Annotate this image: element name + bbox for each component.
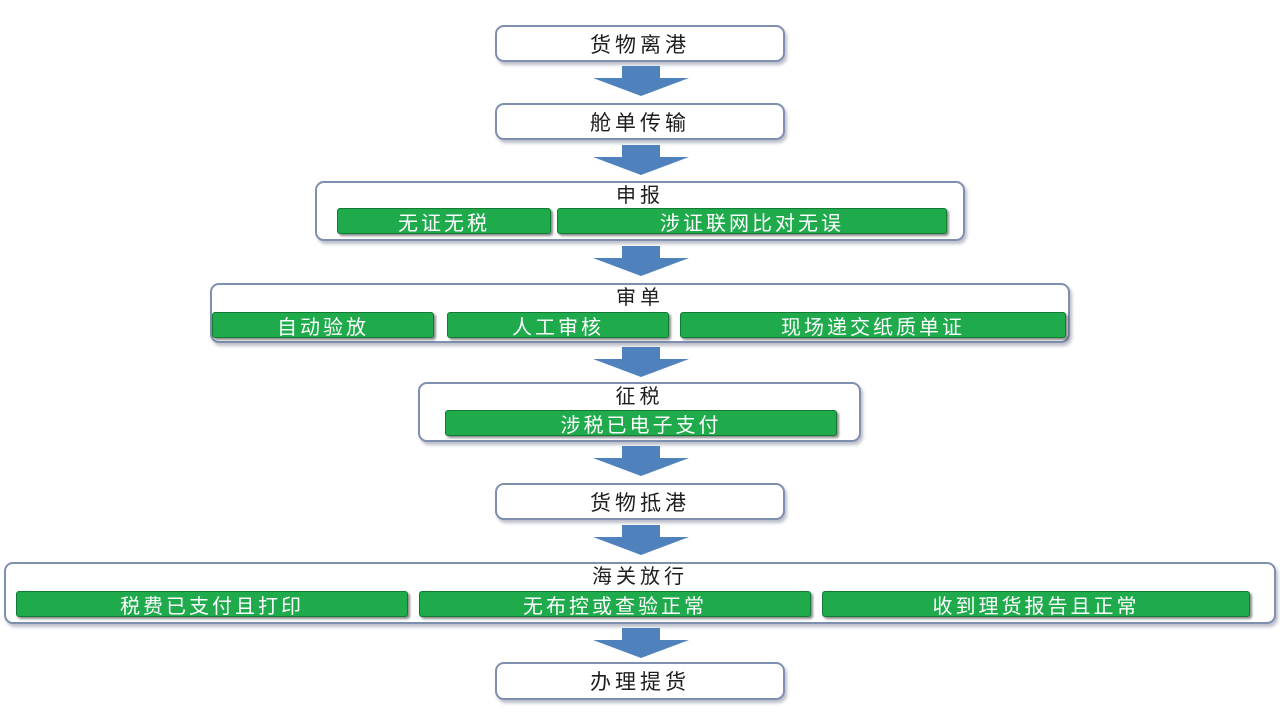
step-manifest: 舱单传输 bbox=[495, 103, 785, 140]
down-arrow-icon bbox=[593, 525, 689, 555]
step-review-title: 审单 bbox=[616, 285, 664, 309]
step-depart-label: 货物离港 bbox=[590, 32, 690, 57]
down-arrow-icon bbox=[593, 347, 689, 377]
release-item-tax-paid: 税费已支付且打印 bbox=[16, 591, 408, 618]
review-item-paper: 现场递交纸质单证 bbox=[680, 312, 1066, 339]
tax-item-epay: 涉税已电子支付 bbox=[445, 410, 837, 437]
review-item-manual: 人工审核 bbox=[447, 312, 669, 339]
step-pickup-label: 办理提货 bbox=[590, 670, 690, 694]
step-tax-title: 征税 bbox=[615, 384, 664, 408]
step-pickup: 办理提货 bbox=[495, 662, 785, 700]
step-arrive-label: 货物抵港 bbox=[590, 490, 690, 515]
step-manifest-label: 舱单传输 bbox=[590, 110, 690, 135]
step-release: 海关放行 税费已支付且打印 无布控或查验正常 收到理货报告且正常 bbox=[4, 562, 1276, 624]
declare-item-cert-verified: 涉证联网比对无误 bbox=[557, 208, 947, 235]
declare-item-no-cert: 无证无税 bbox=[337, 208, 551, 235]
release-item-no-inspection: 无布控或查验正常 bbox=[419, 591, 811, 618]
down-arrow-icon bbox=[593, 66, 689, 96]
step-release-title: 海关放行 bbox=[592, 564, 688, 588]
down-arrow-icon bbox=[593, 628, 689, 658]
step-arrive: 货物抵港 bbox=[495, 483, 785, 520]
review-item-auto: 自动验放 bbox=[212, 312, 434, 339]
down-arrow-icon bbox=[593, 446, 689, 476]
step-review: 审单 自动验放 人工审核 现场递交纸质单证 bbox=[210, 283, 1070, 343]
step-declare: 申报 无证无税 涉证联网比对无误 bbox=[315, 181, 965, 241]
down-arrow-icon bbox=[593, 246, 689, 276]
step-depart: 货物离港 bbox=[495, 25, 785, 62]
step-tax: 征税 涉税已电子支付 bbox=[418, 382, 861, 442]
down-arrow-icon bbox=[593, 145, 689, 175]
step-declare-title: 申报 bbox=[616, 183, 664, 207]
release-item-tally-report: 收到理货报告且正常 bbox=[822, 591, 1250, 618]
